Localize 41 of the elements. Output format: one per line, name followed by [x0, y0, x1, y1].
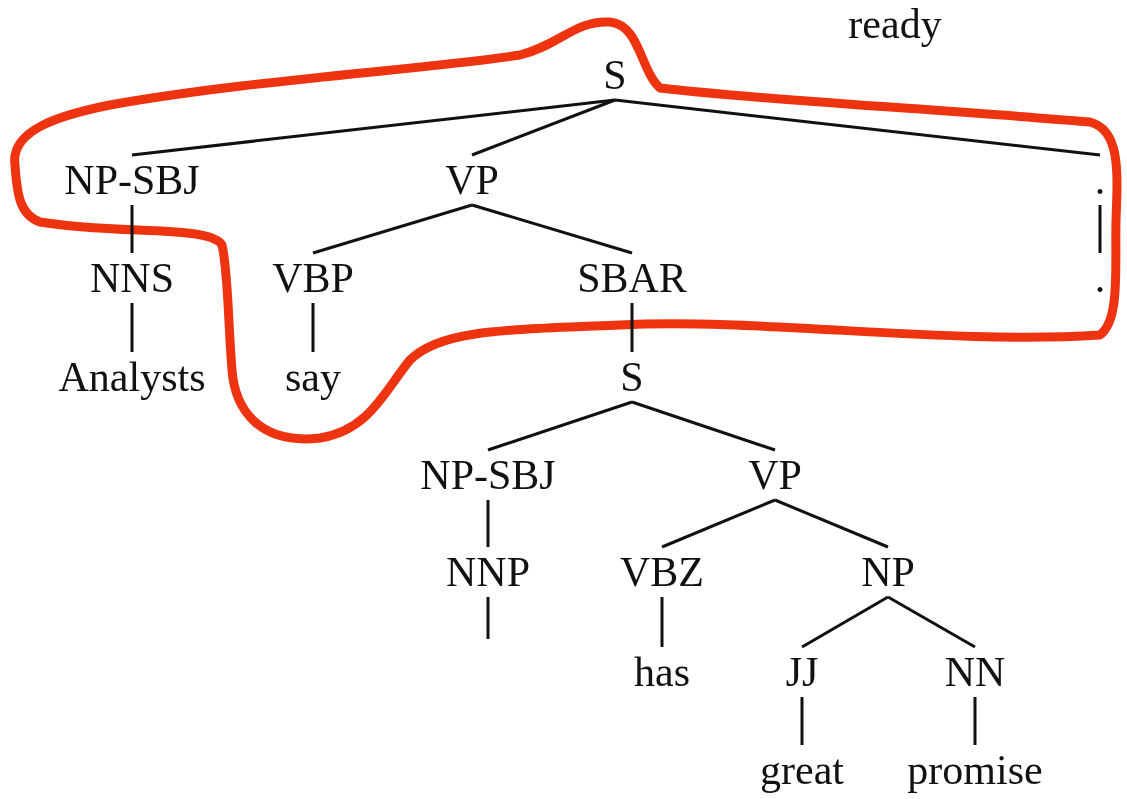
- tree-branch-line: [471, 98, 616, 157]
- tree-node-label: .: [1094, 253, 1106, 303]
- tree-branch-line: [130, 205, 134, 253]
- tree-node-label: VP: [445, 155, 499, 205]
- tree-branch-line: [973, 697, 977, 745]
- tree-node-label: has: [634, 647, 690, 697]
- tree-node-label: great: [760, 745, 844, 795]
- tree-node-label: NN: [944, 647, 1006, 697]
- tree-branch-line: [486, 500, 490, 547]
- tree-node-label: promise: [907, 745, 1043, 795]
- tree-branch-line: [312, 203, 473, 255]
- tree-branch-line: [800, 697, 804, 745]
- partial-word: ready: [848, 2, 942, 46]
- tree-branch-line: [660, 597, 664, 647]
- tree-node-label: SBAR: [577, 253, 687, 303]
- tree-node-label: NP: [861, 547, 915, 597]
- tree-node-label: S: [603, 50, 627, 100]
- tree-node-label: VBZ: [620, 547, 704, 597]
- tree-branch-line: [661, 498, 776, 549]
- tree-node-label: JJ: [785, 647, 819, 697]
- tree-branch-line: [471, 203, 633, 255]
- tree-branch-line: [1098, 205, 1102, 253]
- tree-node-label: NP-SBJ: [420, 450, 556, 500]
- tree-branch-line: [311, 303, 315, 352]
- tree-node-label: NNS: [90, 253, 174, 303]
- tree-node-label: say: [285, 352, 341, 402]
- tree-branch-line: [774, 498, 889, 549]
- tree-branch-line: [130, 303, 134, 352]
- tree-branch-line: [630, 303, 634, 352]
- tree-node-label: .: [1094, 155, 1106, 205]
- tree-branch-line: [631, 400, 776, 452]
- tree-branch-line: [487, 400, 633, 452]
- tree-branch-line: [486, 597, 490, 639]
- tree-node-label: Analysts: [58, 352, 206, 402]
- tree-node-label: VBP: [272, 253, 354, 303]
- tree-node-label: VP: [748, 450, 802, 500]
- tree-node-label: NNP: [446, 547, 530, 597]
- tree-branch-line: [887, 595, 976, 649]
- tree-node-label: NP-SBJ: [64, 155, 200, 205]
- tree-node-label: S: [620, 352, 644, 402]
- tree-branch-line: [801, 595, 889, 649]
